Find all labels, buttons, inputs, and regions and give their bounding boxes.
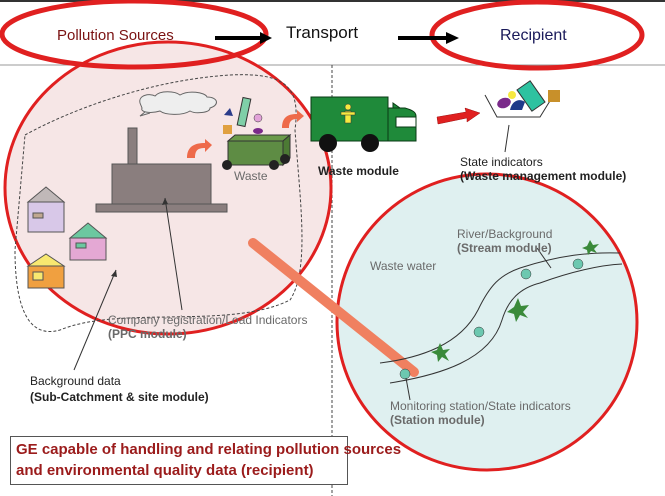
river-background-label: River/Background xyxy=(457,227,553,241)
monitoring-station-icon[interactable] xyxy=(399,368,411,380)
monitoring-station-label: Monitoring station/State indicators xyxy=(390,399,571,413)
pointer-background xyxy=(73,269,117,371)
landfill-icon xyxy=(484,80,560,118)
waste-truck-icon xyxy=(310,96,417,152)
curved-arrow-factory-icon xyxy=(187,139,212,158)
pointer-stream xyxy=(536,247,552,269)
recipient-region xyxy=(335,172,639,472)
waste-label: Waste xyxy=(234,169,268,183)
arrow-to-landfill-icon xyxy=(436,107,481,125)
house-icon xyxy=(68,222,108,261)
tree-icon xyxy=(582,240,599,255)
waste-module-label: Waste module xyxy=(318,164,399,178)
waste-water-label: Waste water xyxy=(370,259,437,273)
state-indicators-label: State indicators xyxy=(460,155,543,169)
wastewater-pipe xyxy=(248,238,419,377)
ppc-module-label: (PPC module) xyxy=(108,327,187,341)
cloud-icon xyxy=(139,91,217,117)
waste-items-icon xyxy=(223,96,263,134)
river-bank-upper xyxy=(379,252,621,364)
river-bank-lower xyxy=(389,263,623,384)
recipient-highlight xyxy=(429,0,645,71)
waste-management-module-label: (Waste management module) xyxy=(460,169,627,183)
recipient-label: Recipient xyxy=(500,27,567,44)
station-module-label: (Station module) xyxy=(390,413,485,427)
pollution-sources-label: Pollution Sources xyxy=(57,27,174,44)
company-registration-label: Company registration/Load Indicators xyxy=(108,313,308,327)
caption-text: GE capable of handling and relating poll… xyxy=(16,439,401,481)
caption-line-2: and environmental quality data (recipien… xyxy=(16,462,314,479)
tree-icon xyxy=(431,343,450,362)
pointer-station xyxy=(405,377,411,401)
house-icon xyxy=(26,253,66,289)
factory-icon xyxy=(95,127,228,213)
monitoring-station-icon[interactable] xyxy=(520,268,532,280)
house-icon xyxy=(26,186,66,233)
monitoring-station-icon[interactable] xyxy=(473,326,485,338)
pointer-company-head xyxy=(162,198,168,205)
subcatchment-module-label: (Sub-Catchment & site module) xyxy=(30,390,209,404)
curved-arrow-waste-icon xyxy=(282,110,304,128)
arrow-to-transport xyxy=(215,32,272,44)
background-data-label: Background data xyxy=(30,374,121,388)
waste-container-icon xyxy=(222,133,292,170)
pointer-company xyxy=(164,197,183,311)
stream-module-label: (Stream module) xyxy=(457,241,552,255)
caption-box xyxy=(10,436,348,485)
monitoring-station-icon[interactable] xyxy=(572,258,584,270)
transport-label: Transport xyxy=(286,23,359,42)
pollution-sources-highlight xyxy=(0,0,269,70)
arrow-to-recipient xyxy=(398,32,459,44)
pointer-state-indicators xyxy=(504,124,510,153)
tree-icon xyxy=(507,298,529,322)
caption-line-1: GE capable of handling and relating poll… xyxy=(16,441,402,458)
pointer-background-head xyxy=(111,270,117,277)
